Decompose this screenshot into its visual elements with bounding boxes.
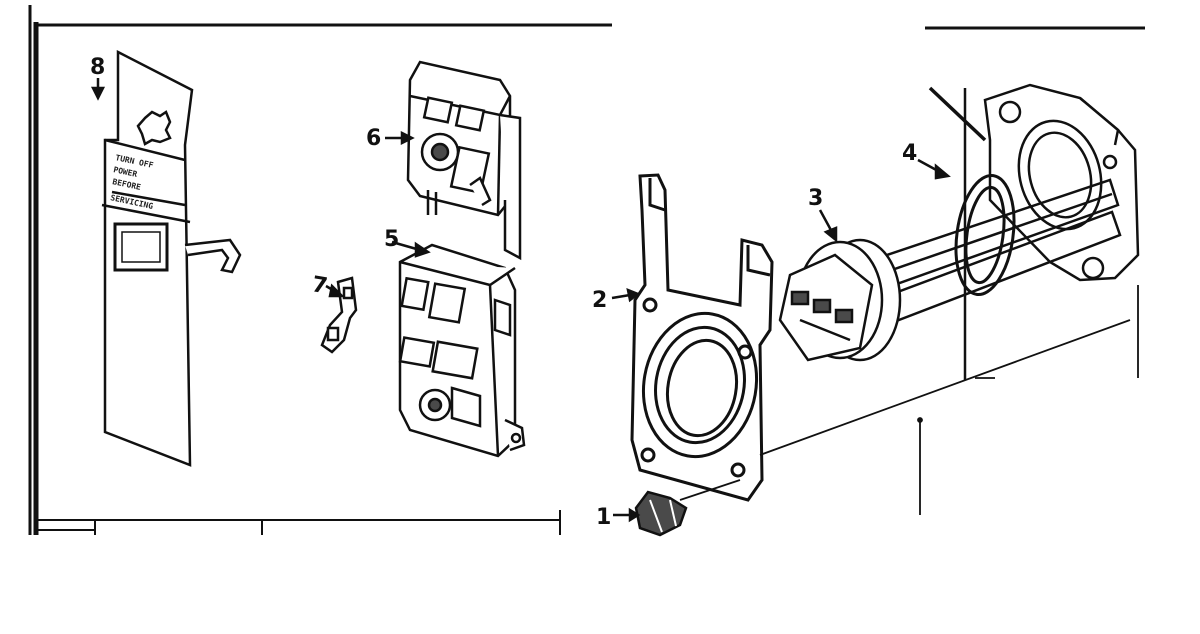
part-5-lower-thermostat <box>398 243 526 458</box>
tank-flange <box>928 83 1140 380</box>
part-1-plug <box>634 490 688 537</box>
callout-5: 5 <box>384 227 399 252</box>
callout-8: 8 <box>90 55 105 80</box>
frame <box>28 5 1145 535</box>
callout-2: 2 <box>592 288 607 313</box>
part-6-upper-thermostat <box>406 60 522 261</box>
part-7-clip <box>320 276 358 354</box>
guide-lines <box>679 285 1139 515</box>
part-4-ring-gasket <box>954 173 1016 297</box>
callout-labels: 1 2 3 4 5 6 7 8 <box>90 55 917 530</box>
callout-7: 7 <box>310 272 329 299</box>
callout-6: 6 <box>366 126 381 151</box>
callout-arrows <box>90 78 951 523</box>
callout-4: 4 <box>902 141 917 166</box>
part-3-heating-element <box>778 178 1122 362</box>
part-8-warning-tag <box>101 49 242 467</box>
part-2-mounting-plate <box>630 173 774 502</box>
callout-1: 1 <box>596 505 611 530</box>
callout-3: 3 <box>808 186 823 211</box>
